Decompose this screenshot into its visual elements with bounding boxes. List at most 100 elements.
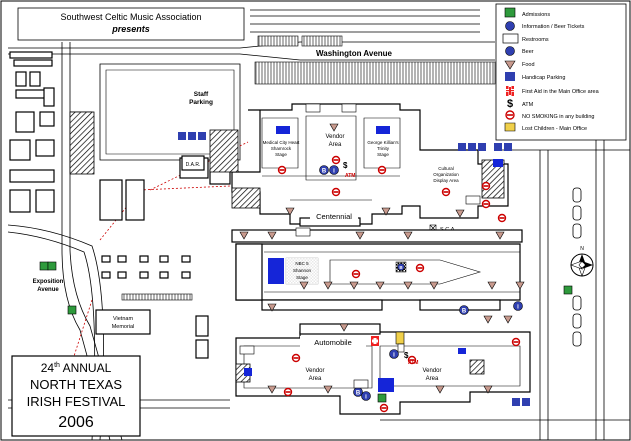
information-icon: i [389,349,399,359]
lost-children-marker [395,331,405,345]
food-icon [339,323,349,332]
stage-george-label-2: Trinity [377,146,390,151]
restrooms-icon [305,103,321,113]
admissions-icon [563,285,573,295]
staff-parking-label: Staff [194,91,209,98]
festival-title-box: 24th ANNUAL NORTH TEXAS IRISH FESTIVAL 2… [11,355,141,437]
information-icon: i [329,165,339,175]
handicap-parking-icon [188,132,196,140]
vietnam-memorial-label: Vietnam [113,316,133,322]
food-icon [239,231,249,240]
svg-text:i: i [517,305,519,311]
vendor-area-lower-right-label-2: Area [426,376,439,382]
svg-text:B: B [356,391,361,397]
no-smoking-icon [481,199,491,209]
no-smoking-icon [351,269,361,279]
legend-label-first-aid: First Aid in the Main Office area [522,89,600,95]
beer-icon: B [395,261,407,273]
festival-title-line-3: IRISH FESTIVAL [27,394,126,409]
vendor-area-lower-right-label: Vendor [422,368,441,374]
stage-george-label-3: Stage [377,152,389,157]
food-icon [515,281,525,290]
parking-grid [101,255,209,359]
stage-medical-label: Medical City Heart [263,140,301,145]
food-icon [285,207,295,216]
no-smoking-icon [277,165,287,175]
restroom-markers [239,103,481,389]
no-smoking-icon [511,337,521,347]
admissions-markers [39,261,573,403]
legend-label-food: Food [522,62,535,68]
beer-icon: B [319,165,329,175]
food-icon [267,385,277,394]
legend-label-restrooms: Restrooms [522,37,549,43]
handicap-parking-icon [505,72,515,81]
handicap-parking-icon [478,143,486,151]
food-icon [487,281,497,290]
first-aid-icon [505,86,515,96]
cultural-area-label-3: Display Area [433,178,459,183]
atm-icon: $ [404,351,409,360]
right-parking-markers [572,187,582,347]
food-icon [349,281,359,290]
restrooms-icon [502,33,519,44]
beer-icon [505,46,515,56]
restrooms-icon [295,227,311,237]
no-smoking-icon [441,187,451,197]
handicap-parking-icon [458,143,466,151]
admissions-icon [377,393,387,403]
legend-label-admissions: Admissions [522,12,550,18]
no-smoking-icon [505,110,515,120]
washington-avenue-label: Washington Avenue [316,49,393,58]
svg-text:B: B [462,309,467,315]
food-icon [299,281,309,290]
legend-label-atm: ATM [522,102,534,108]
food-icon [455,209,465,218]
food-icon [323,281,333,290]
nbc-stage-label: NBC 5 [295,261,309,266]
legend-label-no-smoking: NO SMOKING in any building [522,114,594,120]
information-icon: i [361,391,371,401]
vendor-area-lower-left-label: Vendor [305,368,324,374]
legend-label-handicap: Handicap Parking [522,75,565,81]
cultural-area-label-2: Organization [433,172,459,177]
no-smoking-icon [291,353,301,363]
food-icon [435,385,445,394]
nbc-stage-label-3: Stage [296,275,308,280]
hatched-building-left [69,111,95,175]
centennial-label: Centennial [316,212,352,221]
festival-title-line-1: 24th ANNUAL [41,361,112,375]
food-icon [329,123,339,132]
svg-text:B: B [399,265,403,270]
food-icon [429,281,439,290]
stage-george-label: George Killian's [367,140,399,145]
handicap-parking-markers [178,132,530,406]
handicap-parking-icon [522,398,530,406]
no-smoking-icon [379,403,389,413]
food-icon [483,315,493,324]
beer-icon: B [459,305,469,315]
admissions-icon [39,261,49,271]
legend-label-lost-children: Lost Children - Main Office [522,126,587,132]
no-smoking-icon [283,387,293,397]
atm-icon: $ [343,161,348,170]
admissions-icon [67,305,77,315]
lost-children-icon [504,122,516,132]
food-icon [504,60,516,70]
handicap-parking-icon [504,143,512,151]
svg-text:B: B [322,169,327,175]
restrooms-icon [353,379,369,389]
header-box: Southwest Celtic Music Association prese… [17,7,245,41]
information-icon [505,21,515,31]
no-smoking-icon [481,181,491,191]
food-icon [267,303,277,312]
vietnam-memorial [95,309,151,335]
legend: $ Admissions Information / Beer Tickets … [495,3,627,141]
atm-icon: $ [507,98,513,110]
no-smoking-icon [377,165,387,175]
compass-north-letter: N [580,246,584,252]
nbc-stage-label-2: Shannon [293,268,312,273]
no-smoking-icon [497,213,507,223]
svg-text:i: i [393,353,395,359]
stage-medical-label-3: Stage [275,152,287,157]
